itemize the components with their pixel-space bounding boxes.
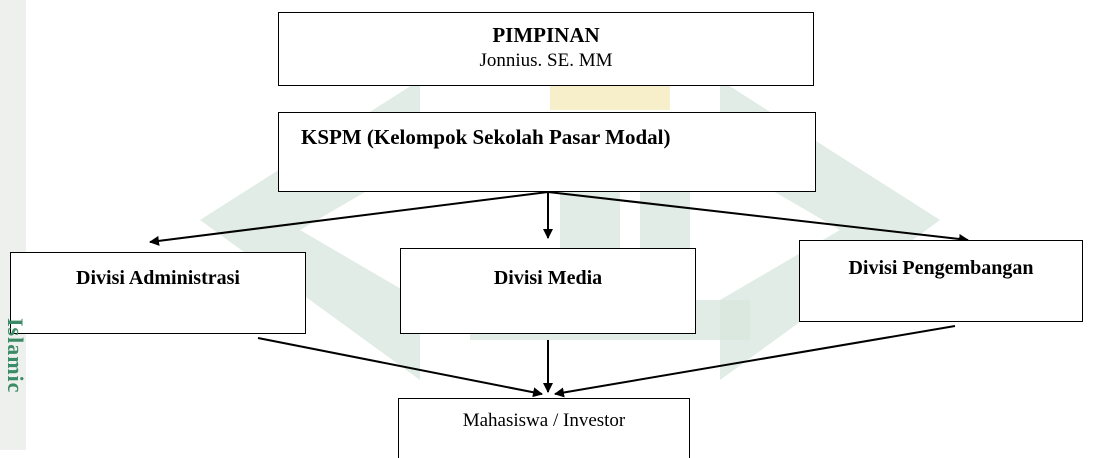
side-watermark-text: Islamic — [3, 318, 28, 394]
division-media-label: Divisi Media — [493, 267, 603, 289]
arrow-dev-to-bottom — [554, 325, 956, 398]
bottom-label: Mahasiswa / Investor — [462, 410, 626, 431]
arrow-kspm-to-admin — [149, 191, 549, 246]
division-admin-box: Divisi Administrasi — [10, 252, 306, 334]
side-strip — [0, 0, 26, 450]
kspm-label: KSPM (Kelompok Sekolah Pasar Modal) — [301, 125, 671, 149]
kspm-box: KSPM (Kelompok Sekolah Pasar Modal) — [278, 112, 816, 192]
arrow-admin-to-bottom — [257, 337, 543, 398]
leader-name: Jonnius. SE. MM — [479, 50, 613, 71]
bottom-box: Mahasiswa / Investor — [398, 398, 690, 458]
division-media-box: Divisi Media — [400, 248, 696, 334]
arrow-kspm-to-dev — [547, 191, 969, 244]
division-dev-label: Divisi Pengembangan — [848, 257, 1034, 279]
division-admin-label: Divisi Administrasi — [76, 267, 240, 289]
division-dev-box: Divisi Pengembangan — [799, 240, 1083, 322]
leader-box: PIMPINAN Jonnius. SE. MM — [278, 12, 814, 86]
leader-title: PIMPINAN — [492, 23, 600, 47]
